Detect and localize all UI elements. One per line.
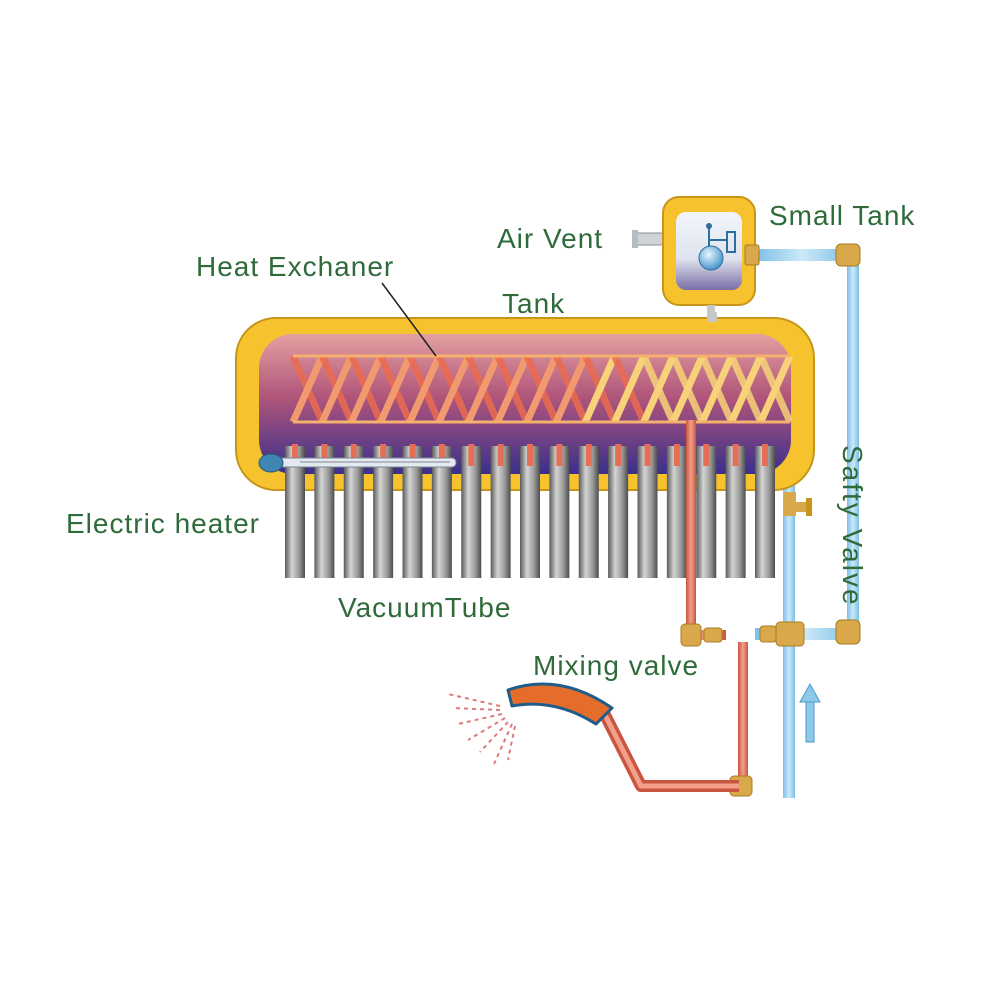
- shower-pipe: [594, 702, 739, 792]
- spray-line: [451, 707, 501, 711]
- coil-segment: [552, 354, 589, 424]
- vacuum-tube: [608, 446, 629, 578]
- vacuum-tube: [343, 446, 364, 578]
- heat-pipe-condenser: [762, 444, 768, 466]
- spray-line: [467, 717, 506, 741]
- coil-segment: [406, 354, 443, 424]
- flow-arrow-icon: [799, 682, 821, 743]
- shower-head-icon: [506, 682, 614, 726]
- spray-line: [507, 725, 516, 761]
- safety-valve-fitting: [784, 492, 812, 516]
- coil-segment: [377, 354, 414, 424]
- heat-pipe-condenser: [468, 444, 475, 466]
- heat-exchanger-label: Heat Exchaner: [196, 251, 395, 282]
- vacuum-tube: [549, 446, 570, 578]
- coil-segment: [494, 354, 531, 424]
- heat-pipe-condenser: [497, 444, 504, 466]
- small-tank-label: Small Tank: [769, 200, 916, 231]
- coil-segment: [465, 354, 501, 424]
- vacuum-tube: [314, 446, 335, 578]
- heat-pipe-condenser: [527, 444, 533, 466]
- tank-label: Tank: [502, 288, 566, 319]
- heat-exchanger-coil: [289, 354, 794, 424]
- coil-segment: [435, 354, 472, 424]
- heat-pipe-condenser: [585, 444, 592, 466]
- coil-segment: [728, 354, 764, 424]
- coil-segment: [289, 354, 326, 424]
- mixing-valve-label: Mixing valve: [533, 650, 700, 681]
- heat-pipe-condenser: [732, 444, 739, 466]
- coil-rail: [293, 354, 790, 424]
- coil-segment: [611, 354, 648, 424]
- vacuum-tube: [285, 446, 305, 578]
- float-valve-icon: [698, 223, 736, 271]
- vacuum-tube: [402, 446, 423, 578]
- vacuum-tube: [696, 446, 717, 578]
- vacuum-tube: [666, 446, 687, 578]
- coil-segment: [348, 354, 384, 424]
- vacuum-tube: [578, 446, 599, 578]
- heat-pipe-condenser: [673, 444, 680, 466]
- heat-pipe-condenser: [644, 444, 651, 466]
- heat-exchanger-leader-line: [381, 282, 437, 357]
- heat-pipe-condenser: [350, 444, 357, 466]
- coil-segment: [669, 354, 706, 424]
- vacuum-tubes: [285, 444, 775, 578]
- spray-line: [479, 721, 509, 753]
- water-spray: [447, 693, 516, 765]
- heat-pipe-condenser: [615, 444, 622, 466]
- vacuum-tube-label: VacuumTube: [338, 592, 512, 623]
- heat-pipe-condenser: [321, 444, 328, 466]
- vacuum-tube: [520, 446, 540, 578]
- vacuum-tube: [725, 446, 746, 578]
- coil-segment: [640, 354, 677, 424]
- heat-pipe-condenser: [409, 444, 416, 466]
- heat-pipe-condenser: [292, 444, 298, 466]
- spray-line: [447, 693, 501, 707]
- vacuum-tube: [373, 446, 394, 578]
- heat-pipe-condenser: [380, 444, 387, 466]
- vacuum-tube: [637, 446, 658, 578]
- brass-fittings: [680, 243, 861, 797]
- vacuum-tube: [490, 446, 511, 578]
- vacuum-tube: [431, 446, 452, 578]
- spray-line: [457, 713, 503, 725]
- vacuum-tube: [755, 446, 775, 578]
- vacuum-tube: [461, 446, 482, 578]
- electric-heater: [258, 453, 457, 473]
- coil-segment: [582, 354, 618, 424]
- coil-segment: [523, 354, 560, 424]
- coil-segment: [319, 354, 355, 424]
- air-vent-label: Air Vent: [497, 223, 604, 254]
- heat-pipe-condenser: [703, 444, 710, 466]
- heat-pipe-condenser: [556, 444, 563, 466]
- heat-pipe-condenser: [438, 444, 445, 466]
- coil-segment: [699, 354, 735, 424]
- safety-valve-label: Safty Valve: [837, 445, 868, 607]
- electric-heater-label: Electric heater: [66, 508, 260, 539]
- coil-segment: [757, 354, 794, 424]
